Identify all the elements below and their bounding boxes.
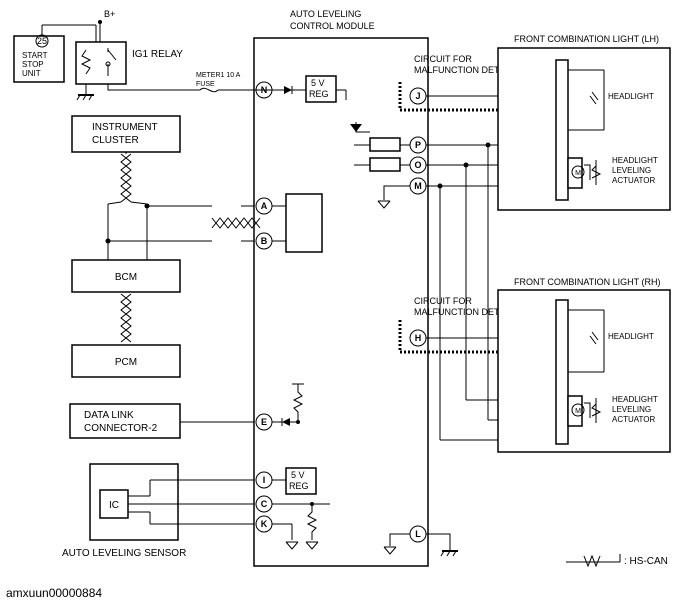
data-link-connector bbox=[69, 403, 181, 439]
rh-circuit-line-2: MALFUNCTION DETECTION bbox=[414, 307, 534, 317]
pin-h-label: H bbox=[415, 333, 422, 343]
lh-connector bbox=[555, 59, 569, 201]
pin-m-label: M bbox=[414, 181, 422, 191]
pin-j-label: J bbox=[415, 91, 420, 101]
ic-label: IC bbox=[109, 500, 119, 511]
rh-title: FRONT COMBINATION LIGHT (RH) bbox=[514, 277, 661, 287]
bplus-label: B+ bbox=[104, 9, 115, 19]
lh-circuit-line-1: CIRCUIT FOR bbox=[414, 54, 472, 64]
rh-actuator-line-3: ACTUATOR bbox=[612, 415, 655, 424]
can-twist-3 bbox=[120, 293, 132, 343]
lh-motor-label: M bbox=[575, 170, 581, 177]
ig1-relay-label: IG1 RELAY bbox=[132, 49, 183, 60]
pin-e-label: E bbox=[261, 417, 267, 427]
start-stop-line-1: START bbox=[22, 51, 48, 60]
legend-label: : HS-CAN bbox=[624, 556, 668, 567]
bcm-box bbox=[71, 259, 181, 293]
rh-actuator-line-1: HEADLIGHT bbox=[612, 395, 658, 404]
pin-b-label: B bbox=[261, 236, 268, 246]
reg-bottom-line-1: 5 V bbox=[291, 470, 305, 480]
footer-code: amxuun00000884 bbox=[6, 586, 102, 600]
rh-headlight-icon bbox=[589, 331, 599, 345]
instrument-cluster-line-2: CLUSTER bbox=[92, 135, 139, 146]
lh-actuator-line-2: LEVELING bbox=[612, 166, 651, 175]
pin-n bbox=[255, 81, 273, 99]
start-stop-unit: 25 START STOP UNIT bbox=[13, 34, 65, 83]
lh-headlight-label: HEADLIGHT bbox=[608, 92, 654, 101]
rh-connector bbox=[555, 299, 569, 445]
reg-top bbox=[305, 75, 337, 103]
reg-bottom-line-2: REG bbox=[289, 481, 309, 491]
instrument-cluster bbox=[71, 115, 181, 153]
pin-p-label: P bbox=[415, 140, 421, 150]
start-stop-line-3: UNIT bbox=[22, 69, 41, 78]
pcm-label: PCM bbox=[115, 357, 137, 368]
chassis-ground-l bbox=[440, 550, 459, 557]
lh-actuator-line-3: ACTUATOR bbox=[612, 176, 655, 185]
lh-motor-icon bbox=[571, 165, 585, 179]
pcm-box bbox=[71, 344, 181, 378]
pin-n-label: N bbox=[261, 85, 268, 95]
front-combination-light-lh bbox=[497, 47, 671, 211]
pin-l-label: L bbox=[415, 529, 421, 539]
bcm-label: BCM bbox=[115, 272, 137, 283]
dlc-line-2: CONNECTOR-2 bbox=[84, 423, 158, 434]
ig1-relay bbox=[75, 41, 127, 85]
driver-o bbox=[369, 157, 401, 172]
diode-icon bbox=[284, 86, 292, 94]
reg-top-line-1: 5 V bbox=[311, 78, 325, 88]
reg-bottom bbox=[285, 467, 317, 495]
rh-circuit-line-1: CIRCUIT FOR bbox=[414, 296, 472, 306]
rh-motor-label: M bbox=[575, 408, 581, 415]
instrument-cluster-line-1: INSTRUMENT bbox=[92, 122, 158, 133]
rh-actuator-line-2: LEVELING bbox=[612, 405, 651, 414]
pin-o-label: O bbox=[414, 160, 421, 170]
pin-c-label: C bbox=[261, 499, 268, 509]
control-module-box bbox=[253, 37, 429, 567]
lh-actuator-line-1: HEADLIGHT bbox=[612, 156, 658, 165]
module-title-1: AUTO LEVELING bbox=[290, 9, 361, 19]
lh-title: FRONT COMBINATION LIGHT (LH) bbox=[514, 34, 659, 44]
start-stop-pin-label: 25 bbox=[37, 36, 47, 46]
pin-a-label: A bbox=[261, 201, 268, 211]
can-transceiver bbox=[285, 193, 323, 253]
pin-i-label: I bbox=[263, 475, 266, 485]
lh-headlight-icon bbox=[589, 91, 599, 105]
legend-hs-can: : HS-CAN bbox=[566, 554, 668, 568]
can-twist-2 bbox=[211, 217, 261, 229]
chassis-ground-relay bbox=[76, 94, 95, 101]
driver-p bbox=[369, 137, 401, 152]
lh-circuit-line-2: MALFUNCTION DETECTION bbox=[414, 65, 534, 75]
sensor-label: AUTO LEVELING SENSOR bbox=[62, 548, 186, 559]
rh-motor-icon bbox=[571, 403, 585, 417]
pullup-resistor-e bbox=[292, 384, 304, 422]
rh-headlight-label: HEADLIGHT bbox=[608, 332, 654, 341]
pulldown-resistor-c bbox=[306, 504, 318, 540]
fuse-icon bbox=[199, 87, 219, 93]
module-title-2: CONTROL MODULE bbox=[290, 21, 375, 31]
fuse-label-2: FUSE bbox=[196, 81, 215, 88]
pin-k-label: K bbox=[261, 519, 268, 529]
dlc-line-1: DATA LINK bbox=[84, 410, 134, 421]
reg-top-line-2: REG bbox=[309, 89, 329, 99]
start-stop-line-2: STOP bbox=[22, 60, 44, 69]
fuse-label-1: METER1 10 A bbox=[196, 72, 241, 79]
front-combination-light-rh bbox=[497, 289, 671, 453]
can-twist-1 bbox=[120, 153, 132, 203]
led-icon bbox=[350, 124, 362, 132]
